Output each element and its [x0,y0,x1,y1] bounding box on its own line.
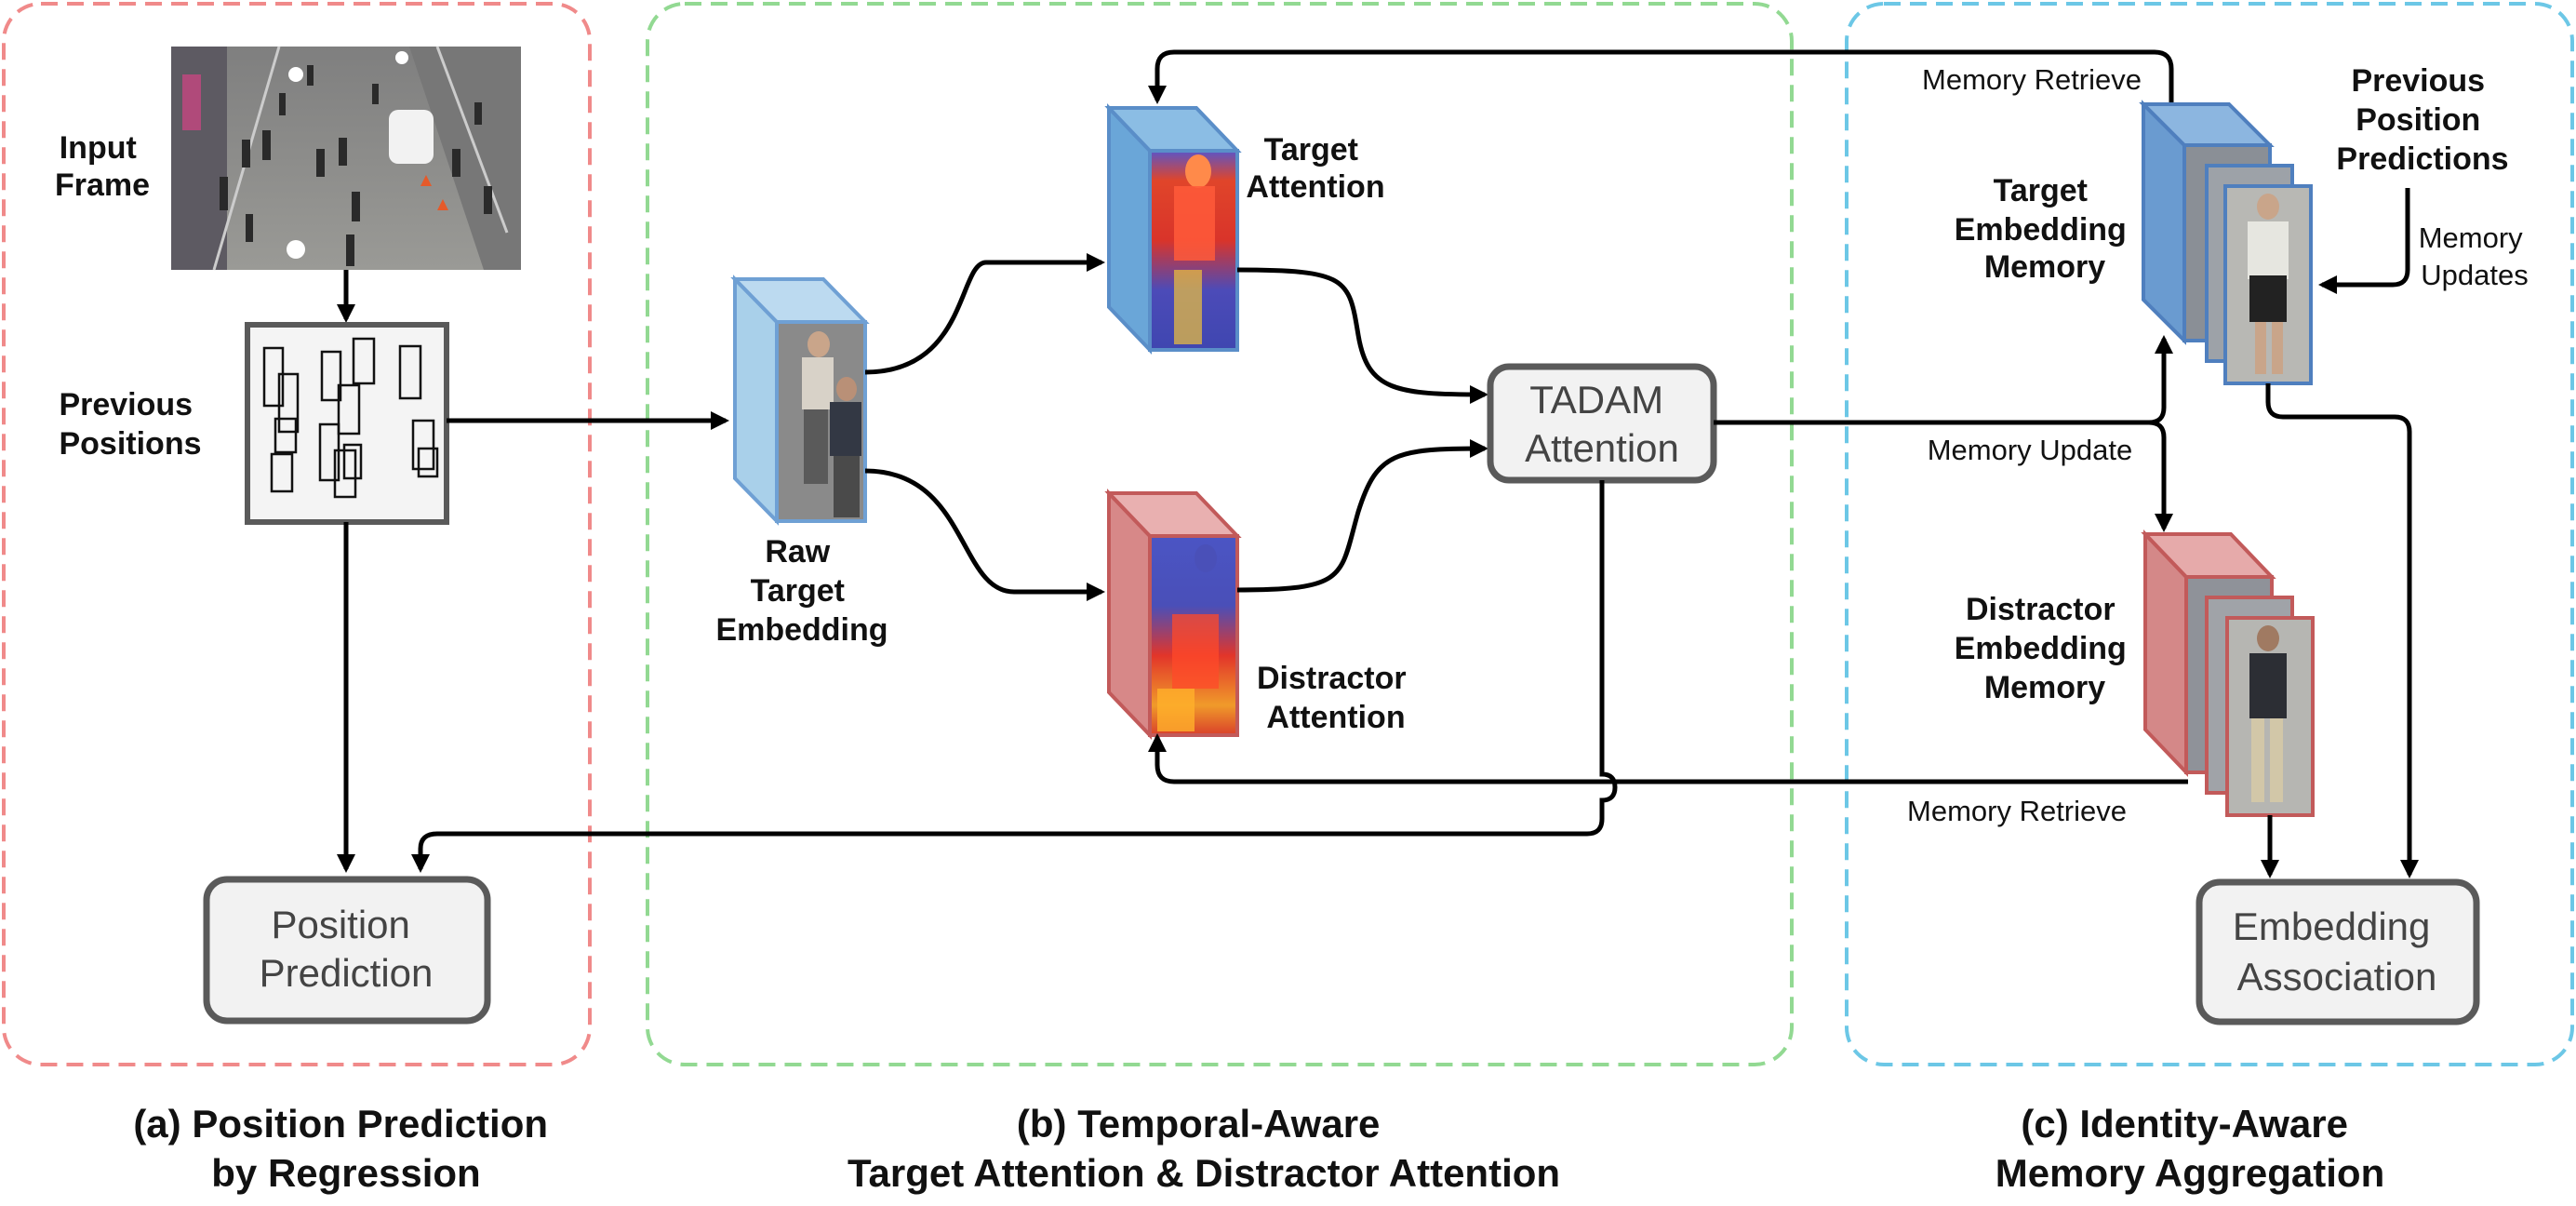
svg-text:Previous Positions: Previous Positions [59,387,201,462]
arrow-distractor-attention-to-tadam [1236,439,1488,593]
caption-c: (c) Identity-Aware [2021,1102,2348,1146]
svg-text:Distractor Attention: Distractor Attention [1257,661,1415,735]
previous-positions-box [245,322,449,525]
arrow-memory-update-target [1714,335,2173,425]
svg-text:Embedding Association: Embedding Association [2233,904,2441,998]
position-prediction-label-2: Prediction [260,951,434,995]
svg-text:Memory Updates: Memory Updates [2419,221,2531,291]
svg-text:Distractor Embedding M: Distractor Embedding Memory [1955,592,2136,705]
target-attention-block [1104,103,1242,355]
arrow-memory-retrieve-distractor [1148,733,2188,784]
position-prediction-label: Position [271,903,409,946]
arrow-raw-to-target-attention [864,253,1105,375]
arrow-tadam-to-position-prediction [411,480,1618,873]
raw-embedding-label: Raw [765,534,830,570]
embedding-association-box [2196,878,2480,1025]
memory-retrieve-top-label: Memory Retrieve [1922,63,2142,96]
embedding-association-label: Embedding [2233,904,2430,948]
svg-text:TADAM Attention: TADAM Attention [1525,378,1679,470]
caption-c-2: Memory Aggregation [1995,1151,2384,1195]
caption-a: (a) Position Prediction [133,1102,548,1146]
panel-c-border [1845,2,2574,1066]
input-frame-label: Input [60,130,137,166]
previous-positions-label: Previous [59,387,193,422]
arrow-target-memory-to-association [2265,383,2419,878]
memory-updates-label: Memory [2419,221,2523,254]
previous-position-predictions-label-3: Predictions [2336,141,2508,177]
distractor-memory-label-3: Memory [1984,670,2105,705]
distractor-attention-label-2: Attention [1266,700,1405,735]
memory-retrieve-bottom-label: Memory Retrieve [1907,795,2127,827]
embedding-association-label-2: Association [2237,955,2437,998]
distractor-attention-block [1104,489,1242,740]
distractor-embedding-memory-stack [2141,529,2315,817]
target-attention-label-2: Attention [1246,169,1384,205]
raw-embedding-label-3: Embedding [715,612,888,648]
target-memory-label-3: Memory [1984,249,2105,285]
input-frame-image [171,46,521,271]
distractor-attention-label: Distractor [1257,661,1407,696]
arrow-memory-update-distractor [2148,420,2173,532]
arrow-memory-updates [2318,188,2410,294]
svg-text:Position Prediction: Position Prediction [260,903,434,995]
svg-text:Raw Target Embedding: Raw Target Embedding [715,534,888,648]
raw-target-embedding-block [730,275,870,526]
svg-text:Previous Position Pred: Previous Position Predictions [2336,63,2508,177]
previous-positions-label-2: Positions [59,426,201,462]
caption-a-2: by Regression [211,1151,480,1195]
arrow-raw-to-distractor-attention [864,468,1105,601]
input-frame-label-2: Frame [55,168,150,203]
previous-position-predictions-label: Previous [2351,63,2485,99]
distractor-memory-label-2: Embedding [1955,631,2127,666]
caption-b: (b) Temporal-Aware [1017,1102,1381,1146]
tadam-label: TADAM [1529,378,1663,422]
position-prediction-box [203,876,491,1025]
panel-b-border [646,2,1794,1066]
tadam-label-2: Attention [1525,426,1679,470]
svg-text:(b) Temporal-Aware Target: (b) Temporal-Aware Target Attention & Di… [848,1102,1560,1195]
svg-text:Input Frame: Input Frame [55,130,150,203]
svg-text:Target Attention: Target Attention [1246,132,1384,205]
svg-text:(a) Position Prediction by: (a) Position Prediction by Regression [133,1102,558,1195]
target-embedding-memory-stack [2139,100,2313,385]
caption-b-2: Target Attention & Distractor Attention [848,1151,1560,1195]
target-attention-label: Target [1264,132,1358,168]
memory-update-label: Memory Update [1928,434,2133,466]
previous-position-predictions-label-2: Position [2356,102,2480,138]
arrow-target-attention-to-tadam [1236,267,1488,404]
svg-text:(c) Identity-Aware Memory: (c) Identity-Aware Memory Aggregation [1995,1102,2384,1195]
arrow-memory-retrieve-target [1148,49,2174,104]
target-memory-label-2: Embedding [1955,212,2127,248]
target-memory-label: Target [1994,173,2088,208]
distractor-memory-label: Distractor [1966,592,2116,627]
memory-updates-label-2: Updates [2421,259,2528,291]
svg-text:Target Embedding Memor: Target Embedding Memory [1955,173,2136,285]
raw-embedding-label-2: Target [751,573,845,609]
